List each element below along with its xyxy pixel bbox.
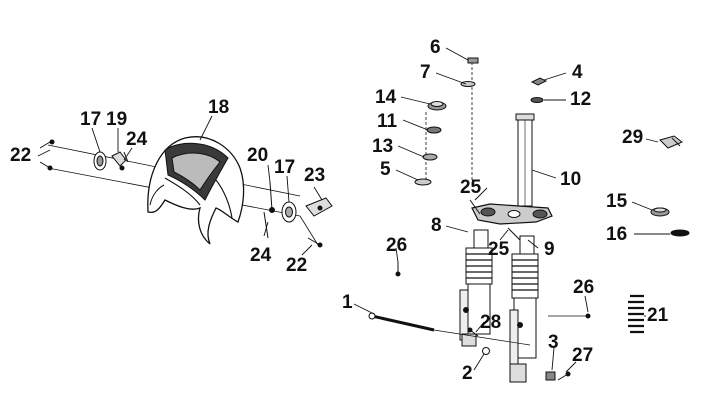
callout-24-right: 24 <box>250 245 272 266</box>
washer-part-17-right <box>281 201 297 223</box>
nut-part-4 <box>530 77 548 86</box>
cap-part-29 <box>659 135 683 149</box>
callout-21: 21 <box>647 305 669 326</box>
washer-part-12 <box>530 97 544 103</box>
bearing-part-11 <box>426 126 442 134</box>
callout-7: 7 <box>420 62 431 83</box>
bolt-part-20 <box>263 181 275 239</box>
washer-part-17 <box>93 151 107 171</box>
spring-part-21 <box>628 294 644 334</box>
callout-28: 28 <box>480 312 502 333</box>
callout-15: 15 <box>606 191 628 212</box>
callout-22-right: 22 <box>286 255 308 276</box>
axle-part-1 <box>368 312 435 332</box>
triple-clamp <box>471 203 553 225</box>
callout-20: 20 <box>247 145 269 166</box>
callout-29: 29 <box>622 127 644 148</box>
callout-1: 1 <box>342 292 353 313</box>
guide-line <box>433 329 531 346</box>
callout-25-bottom: 25 <box>488 239 510 260</box>
callout-8: 8 <box>431 215 442 236</box>
callout-12: 12 <box>570 89 592 110</box>
front-fender-part-18 <box>147 136 245 245</box>
callout-23: 23 <box>304 165 326 186</box>
callout-5: 5 <box>380 159 391 180</box>
callout-16: 16 <box>606 224 628 245</box>
steering-stem-part-10 <box>515 113 535 207</box>
bolt-part-25 <box>469 199 521 241</box>
callout-22-left: 22 <box>10 145 32 166</box>
callout-26-right: 26 <box>573 277 595 298</box>
callout-10: 10 <box>560 169 582 190</box>
cap-part-15 <box>650 207 670 217</box>
washer-part-2 <box>482 347 490 355</box>
callout-6: 6 <box>430 37 441 58</box>
race-part-14 <box>427 101 447 111</box>
callout-17-right: 17 <box>274 157 296 178</box>
callout-3: 3 <box>548 332 559 353</box>
seal-part-16 <box>670 229 690 237</box>
washer-part-7 <box>460 81 476 87</box>
callout-13: 13 <box>372 136 394 157</box>
bolt-part-26-right <box>548 313 591 319</box>
leader-lines <box>37 47 670 373</box>
callout-17-left: 17 <box>80 109 102 130</box>
clip-part-19 <box>111 151 129 171</box>
race-part-13 <box>422 153 438 161</box>
callout-27: 27 <box>572 345 594 366</box>
nut-part-3 <box>545 371 556 381</box>
callout-25-top: 25 <box>460 177 482 198</box>
bolt-part-26 <box>395 262 401 277</box>
bolt-part-22 <box>39 139 55 171</box>
seal-part-5 <box>414 178 432 186</box>
screw-part-22-right <box>307 237 323 248</box>
callout-26-left: 26 <box>386 235 408 256</box>
bolt-part-27 <box>557 371 571 381</box>
guide-line <box>299 215 319 246</box>
callout-14: 14 <box>375 87 397 108</box>
callout-9: 9 <box>544 239 555 260</box>
fork-leg-part-8 <box>459 229 493 347</box>
callout-4: 4 <box>572 62 583 83</box>
callout-24-left: 24 <box>126 129 148 150</box>
bolt-part-28 <box>467 327 479 337</box>
callout-18: 18 <box>208 97 230 118</box>
bracket-part-23 <box>305 197 333 217</box>
fork-leg-part-9 <box>509 235 539 383</box>
callout-19: 19 <box>106 109 128 130</box>
callout-11: 11 <box>377 111 398 132</box>
callout-2: 2 <box>462 363 473 384</box>
nut-part-6 <box>467 57 479 64</box>
